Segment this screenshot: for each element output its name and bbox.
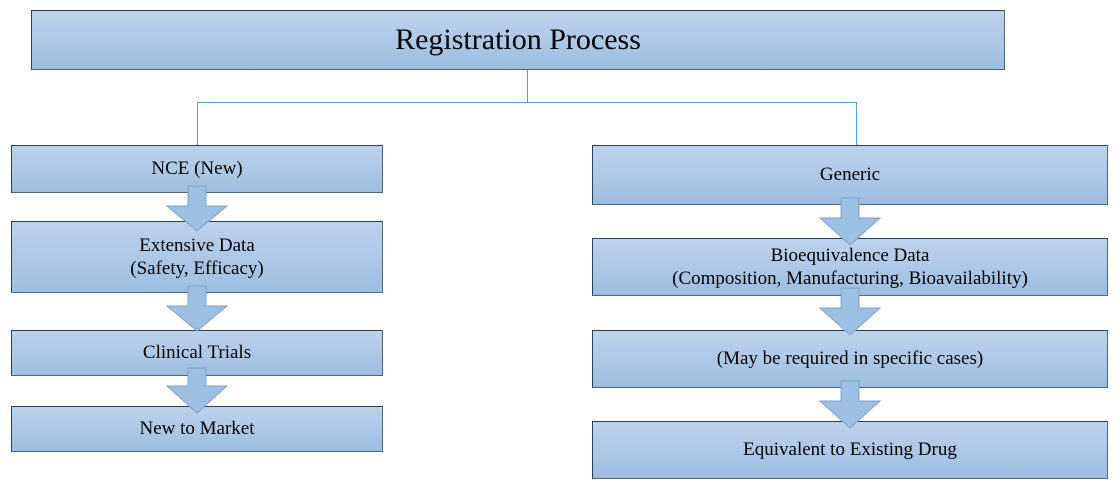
node-equivalent-to-existing-drug[interactable]: Equivalent to Existing Drug xyxy=(592,421,1108,479)
connector-horizontal-bar xyxy=(197,102,857,103)
node-may-be-required[interactable]: (May be required in specific cases) xyxy=(592,330,1108,388)
arrow-bioequivalence-to-mayberequired xyxy=(818,287,882,336)
node-nce-new-label: NCE (New) xyxy=(151,158,243,180)
node-extensive-data-line2: (Safety, Efficacy) xyxy=(130,258,264,279)
connector-branch-left xyxy=(197,102,198,145)
connector-stem-vertical xyxy=(527,70,528,103)
flowchart-title-text: Registration Process xyxy=(395,22,641,56)
arrow-extensive-to-clinical xyxy=(165,285,229,332)
node-generic[interactable]: Generic xyxy=(592,145,1108,205)
arrow-clinical-to-market xyxy=(165,367,229,414)
arrow-nce-to-extensive xyxy=(165,185,229,232)
node-clinical-trials-label: Clinical Trials xyxy=(142,342,252,364)
node-bioequivalence-data-line1: Bioequivalence Data xyxy=(770,244,930,266)
arrow-mayberequired-to-equivalent xyxy=(818,380,882,429)
node-generic-label: Generic xyxy=(819,164,881,186)
node-equivalent-to-existing-drug-label: Equivalent to Existing Drug xyxy=(743,439,957,461)
node-nce-new[interactable]: NCE (New) xyxy=(11,145,383,193)
node-new-to-market-label: New to Market xyxy=(139,418,255,440)
node-extensive-data[interactable]: Extensive Data (Safety, Efficacy) xyxy=(11,221,383,293)
connector-branch-right xyxy=(856,102,857,145)
node-extensive-data-line1: Extensive Data xyxy=(139,234,255,256)
node-may-be-required-label: (May be required in specific cases) xyxy=(716,348,984,370)
flowchart-title-box[interactable]: Registration Process xyxy=(31,10,1005,70)
arrow-generic-to-bioequivalence xyxy=(818,197,882,246)
node-bioequivalence-data-line2: (Composition, Manufacturing, Bioavailabi… xyxy=(672,268,1028,289)
